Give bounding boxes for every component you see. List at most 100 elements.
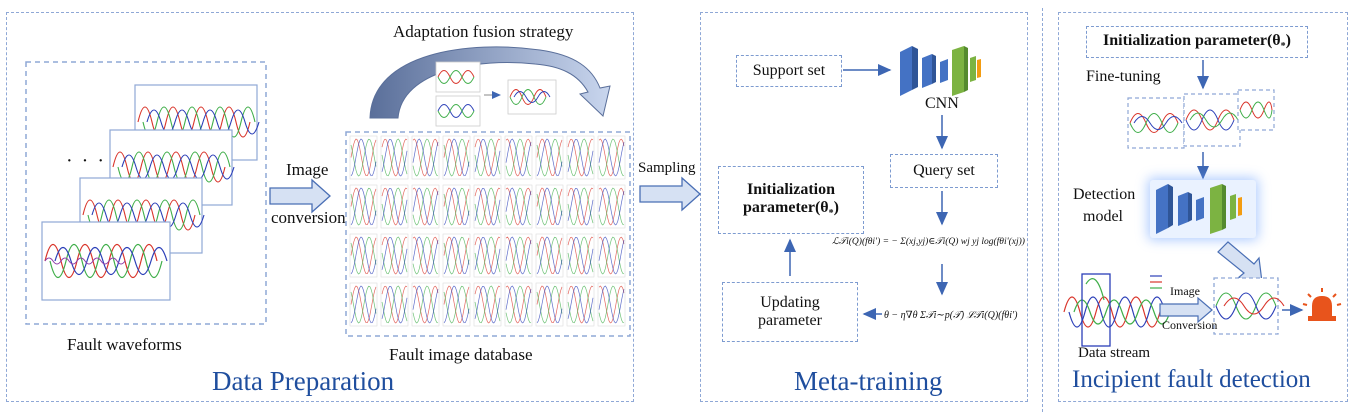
database-thumbnail-wave (536, 285, 563, 324)
database-thumbnail-wave (474, 236, 501, 275)
database-thumbnail-wave (474, 236, 501, 275)
database-thumbnail-wave (350, 138, 377, 177)
database-thumbnail-wave (350, 236, 377, 275)
updating-line-1: Updating (760, 294, 820, 311)
database-thumbnail-wave (381, 138, 408, 177)
database-thumbnail-wave (598, 236, 625, 275)
database-thumbnail-wave (598, 138, 625, 177)
database-thumbnail-wave (381, 236, 408, 275)
database-thumbnail-wave (567, 285, 594, 324)
database-thumbnail-wave (443, 236, 470, 275)
database-thumbnail-wave (412, 236, 439, 275)
init-param-subscript: * (828, 208, 834, 220)
database-thumbnail-wave (412, 138, 439, 177)
database-thumbnail-wave (350, 285, 377, 324)
database-thumbnail-wave (381, 285, 408, 324)
database-thumbnail-wave (474, 187, 501, 226)
fusion-curved-arrow (369, 46, 611, 119)
database-thumbnail (349, 184, 378, 229)
database-thumbnail-wave (474, 138, 501, 177)
database-thumbnail-wave (381, 187, 408, 226)
database-thumbnail-wave (412, 236, 439, 275)
database-thumbnail-wave (443, 285, 470, 324)
database-thumbnail-wave (443, 187, 470, 226)
database-thumbnail-wave (536, 285, 563, 324)
detection-label-2: model (1083, 208, 1123, 225)
detection-model-icon (1148, 178, 1258, 240)
database-thumbnail-wave (381, 187, 408, 226)
database-thumbnail-wave (381, 138, 408, 177)
database-thumbnail-wave (350, 285, 377, 324)
database-thumbnail-wave (474, 187, 501, 226)
database-thumbnail-wave (381, 138, 408, 177)
database-thumbnail-wave (412, 285, 439, 324)
database-thumbnail-wave (567, 236, 594, 275)
fault-image-database-label: Fault image database (389, 345, 533, 364)
database-thumbnail-wave (381, 285, 408, 324)
database-thumbnail-wave (350, 187, 377, 226)
data-stream-waveform (1063, 273, 1171, 347)
init-param-line-2: parameter(θ*) (743, 199, 839, 219)
database-thumbnail-wave (536, 187, 563, 226)
database-thumbnail-wave (567, 285, 594, 324)
database-thumbnail-wave (443, 285, 470, 324)
database-thumbnail-wave (598, 187, 625, 226)
database-thumbnail-wave (505, 285, 532, 324)
database-thumbnail-wave (381, 236, 408, 275)
database-thumbnail-wave (381, 236, 408, 275)
database-thumbnail-wave (598, 236, 625, 275)
sampling-label: Sampling (638, 160, 696, 176)
database-thumbnail-wave (412, 285, 439, 324)
database-thumbnail-wave (505, 138, 532, 177)
database-thumbnail-wave (350, 187, 377, 226)
database-thumbnail-wave (443, 285, 470, 324)
loss-formula: ℒ𝒯i(Q)(fθi') = − Σ(xj,yj)∈𝒯i(Q) wj yj lo… (832, 237, 1025, 247)
database-thumbnail-wave (381, 285, 408, 324)
model-to-output-arrow (1217, 241, 1263, 283)
database-thumbnail-wave (536, 236, 563, 275)
query-set-label: Query set (913, 162, 975, 179)
database-thumbnail-wave (505, 187, 532, 226)
database-thumbnail-wave (536, 236, 563, 275)
database-thumbnail-wave (505, 236, 532, 275)
updating-parameter-box: Updating parameter (722, 282, 858, 342)
meta-training-panel (700, 12, 1028, 402)
data-preparation-panel (6, 12, 634, 402)
cnn-label: CNN (925, 95, 959, 112)
database-thumbnail-wave (350, 187, 377, 226)
database-thumbnail-wave (598, 285, 625, 324)
database-thumbnail-wave (567, 138, 594, 177)
fusion-thumbnails (435, 61, 557, 127)
database-thumbnail-wave (443, 138, 470, 177)
image-conversion-label-2: conversion (271, 208, 346, 227)
database-thumbnail-wave (350, 138, 377, 177)
database-thumbnail-wave (474, 138, 501, 177)
database-thumbnail-wave (567, 236, 594, 275)
database-thumbnail-wave (505, 187, 532, 226)
database-thumbnail-wave (567, 187, 594, 226)
detect-init-param-box: Initialization parameter(θ*) (1086, 26, 1308, 58)
init-param-text: parameter(θ (743, 198, 829, 216)
database-thumbnail-wave (505, 187, 532, 226)
database-thumbnail-wave (474, 236, 501, 275)
detect-init-param-subscript: * (1280, 41, 1286, 53)
stream-image-label: Image (1170, 284, 1200, 298)
database-thumbnail-wave (598, 236, 625, 275)
meta-training-title: Meta-training (794, 366, 943, 396)
finetune-thumbnails (1127, 89, 1275, 149)
database-thumbnail-wave (536, 187, 563, 226)
init-param-line-1: Initialization (746, 180, 835, 198)
waveform-stack-frame (25, 61, 267, 325)
database-thumbnail-wave (567, 187, 594, 226)
database-thumbnail-wave (536, 138, 563, 177)
database-thumbnail-wave (536, 138, 563, 177)
database-thumbnail-wave (505, 236, 532, 275)
database-thumbnail-wave (567, 138, 594, 177)
waveform-card-4 (41, 221, 171, 301)
database-thumbnail-wave (412, 187, 439, 226)
database-thumbnail-wave (474, 285, 501, 324)
database-thumbnail-wave (505, 236, 532, 275)
initialization-parameter-box: Initialization parameter(θ*) (718, 166, 864, 234)
database-thumbnail-wave (474, 285, 501, 324)
